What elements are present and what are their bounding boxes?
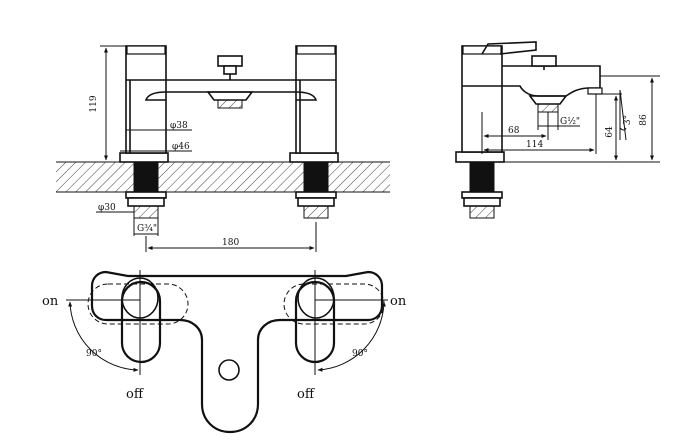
top-view: on on off off 90° 90° <box>42 270 407 434</box>
dim-thread-side-label: G½" <box>560 116 580 127</box>
dim-thread-front-label: G¾" <box>137 223 157 234</box>
right-on-label: on <box>390 294 407 309</box>
dim-d38-label: φ38 <box>170 121 188 131</box>
dim-d46-label: φ46 <box>172 142 190 152</box>
dim-68-label: 68 <box>508 126 520 136</box>
dimension-d46: φ46 <box>120 142 192 152</box>
dim-114-label: 114 <box>526 140 543 150</box>
dim-86-label: 86 <box>639 114 649 126</box>
left-angle-label: 90° <box>86 349 102 359</box>
front-view: 119 φ38 φ46 φ30 G¾" 180 <box>56 45 390 252</box>
right-pillar <box>289 45 339 163</box>
bridge-spout <box>144 55 318 109</box>
dimension-d30: φ30 <box>96 203 134 213</box>
countertop <box>56 161 390 193</box>
dim-height-label: 119 <box>89 95 99 112</box>
outlet-hole <box>218 359 240 381</box>
side-view: 68 G½" 114 64 86 3° <box>455 41 660 219</box>
dimension-height: 119 <box>89 45 126 163</box>
left-off-label: off <box>126 387 145 402</box>
right-tail <box>295 161 337 219</box>
dim-angle-label: 3° <box>623 115 633 125</box>
dimension-d38: φ38 <box>126 121 192 131</box>
left-on-label: on <box>42 294 59 309</box>
left-pillar <box>119 45 169 163</box>
dimension-thread-front: G¾" <box>133 218 159 236</box>
dim-d30-label: φ30 <box>98 203 116 213</box>
left-tail <box>125 161 167 219</box>
right-off-label: off <box>297 387 316 402</box>
dim-spacing-label: 180 <box>222 238 239 248</box>
dim-64-label: 64 <box>605 126 615 138</box>
right-angle-label: 90° <box>352 349 368 359</box>
dimension-spacing: 180 <box>145 222 317 252</box>
left-handle-off <box>120 280 162 364</box>
